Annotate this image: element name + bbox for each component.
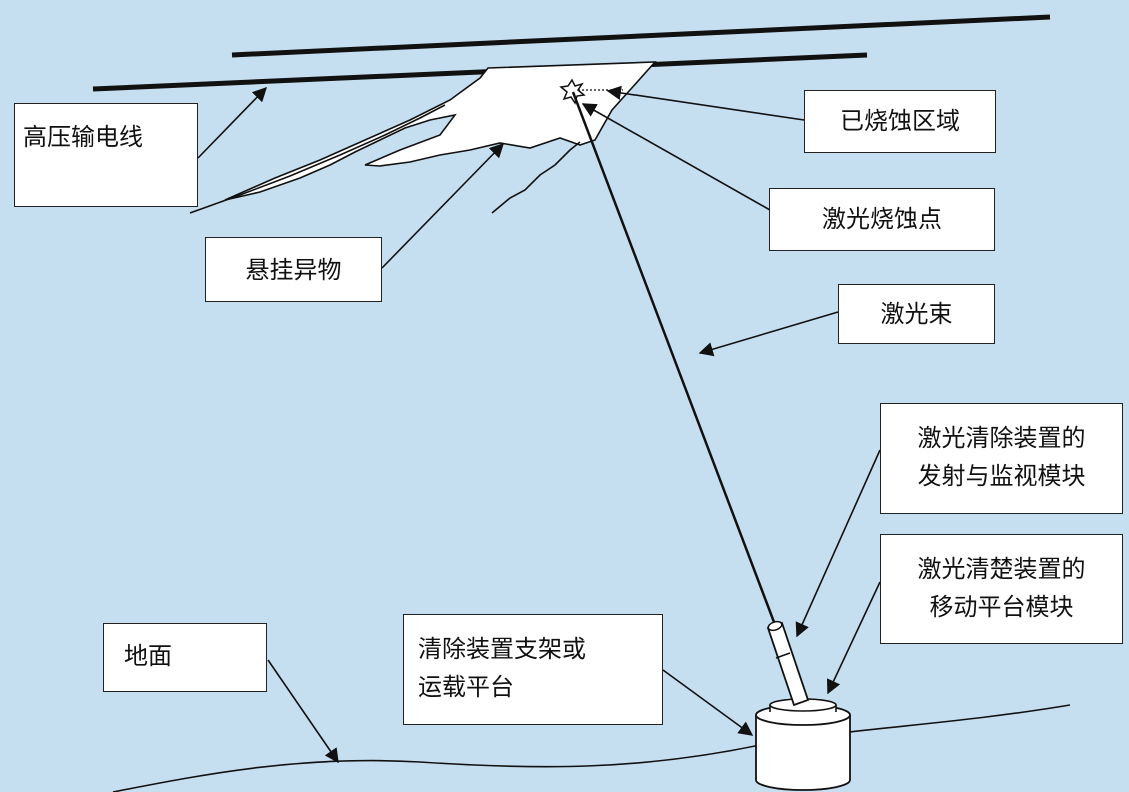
label-platform-module-line-2: 移动平台模块 [929,593,1074,621]
label-ablated-area: 已烧蚀区域 [804,90,996,153]
foreign-object-strand-right [491,141,581,214]
label-ablation-point-text: 激光烧蚀点 [822,205,942,233]
label-ablation-point: 激光烧蚀点 [769,188,995,251]
label-laser-beam: 激光束 [838,284,995,344]
label-support-line-2: 运载平台 [418,673,514,701]
label-emit-module: 激光清除装置的 发射与监视模块 [880,403,1123,514]
label-emit-module-line-1: 激光清除装置的 [917,424,1086,452]
label-foreign-object: 悬挂异物 [205,237,382,302]
platform-cylinder [755,698,851,791]
label-ablated-area-text: 已烧蚀区域 [840,107,960,135]
arrow-foreign-object [381,142,505,269]
arrow-ground [267,659,339,764]
label-support: 清除装置支架或 运载平台 [403,614,663,725]
label-ground-text: 地面 [124,642,172,670]
ablation-point-star [559,78,586,105]
label-power-line: 高压输电线 [14,103,198,207]
label-foreign-object-text: 悬挂异物 [245,256,342,284]
arrow-ablation-point [581,103,771,211]
arrow-support [662,669,754,736]
arrow-platform-module [826,581,881,695]
arrow-emit-module [795,449,881,638]
label-support-line-1: 清除装置支架或 [418,635,586,663]
label-laser-beam-text: 激光束 [880,300,953,328]
label-platform-module: 激光清楚装置的 移动平台模块 [880,534,1123,644]
label-platform-module-line-1: 激光清楚装置的 [917,555,1086,583]
arrow-laser-beam [698,311,839,357]
ground-line [112,704,1071,792]
emitter-tube [766,620,810,707]
arrow-power-line [197,86,268,159]
label-power-line-text: 高压输电线 [23,123,143,151]
power-line-upper [231,14,1051,58]
foreign-object-strand-left [189,104,446,214]
arrow-ablated-area [606,85,805,121]
label-ground: 地面 [103,623,267,692]
laser-beam-line [571,91,779,631]
label-emit-module-line-2: 发射与监视模块 [917,462,1086,490]
power-line-lower [92,52,868,92]
